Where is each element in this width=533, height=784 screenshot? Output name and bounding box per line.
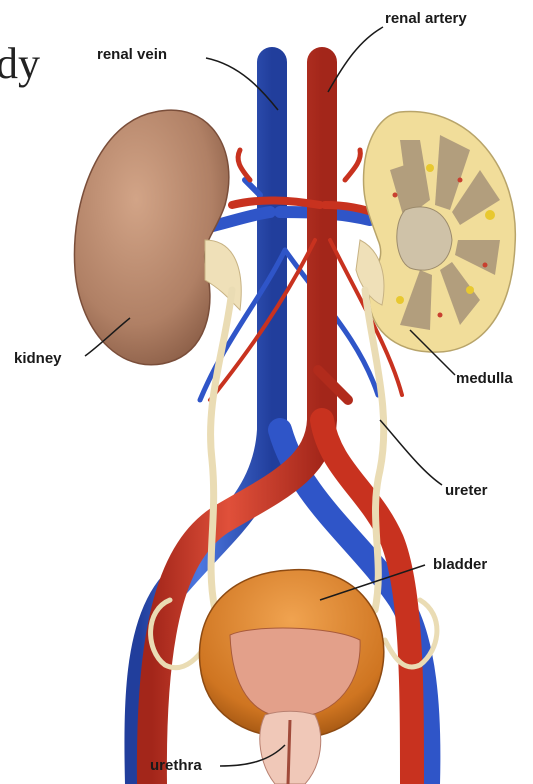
label-urethra: urethra [150,757,202,774]
label-renal-vein: renal vein [97,46,167,63]
label-kidney: kidney [14,350,62,367]
label-ureter: ureter [445,482,488,499]
label-bladder: bladder [433,556,487,573]
label-renal-artery: renal artery [385,10,467,27]
right-kidney-section [356,111,515,352]
left-kidney [74,110,228,365]
label-medulla: medulla [456,370,513,387]
